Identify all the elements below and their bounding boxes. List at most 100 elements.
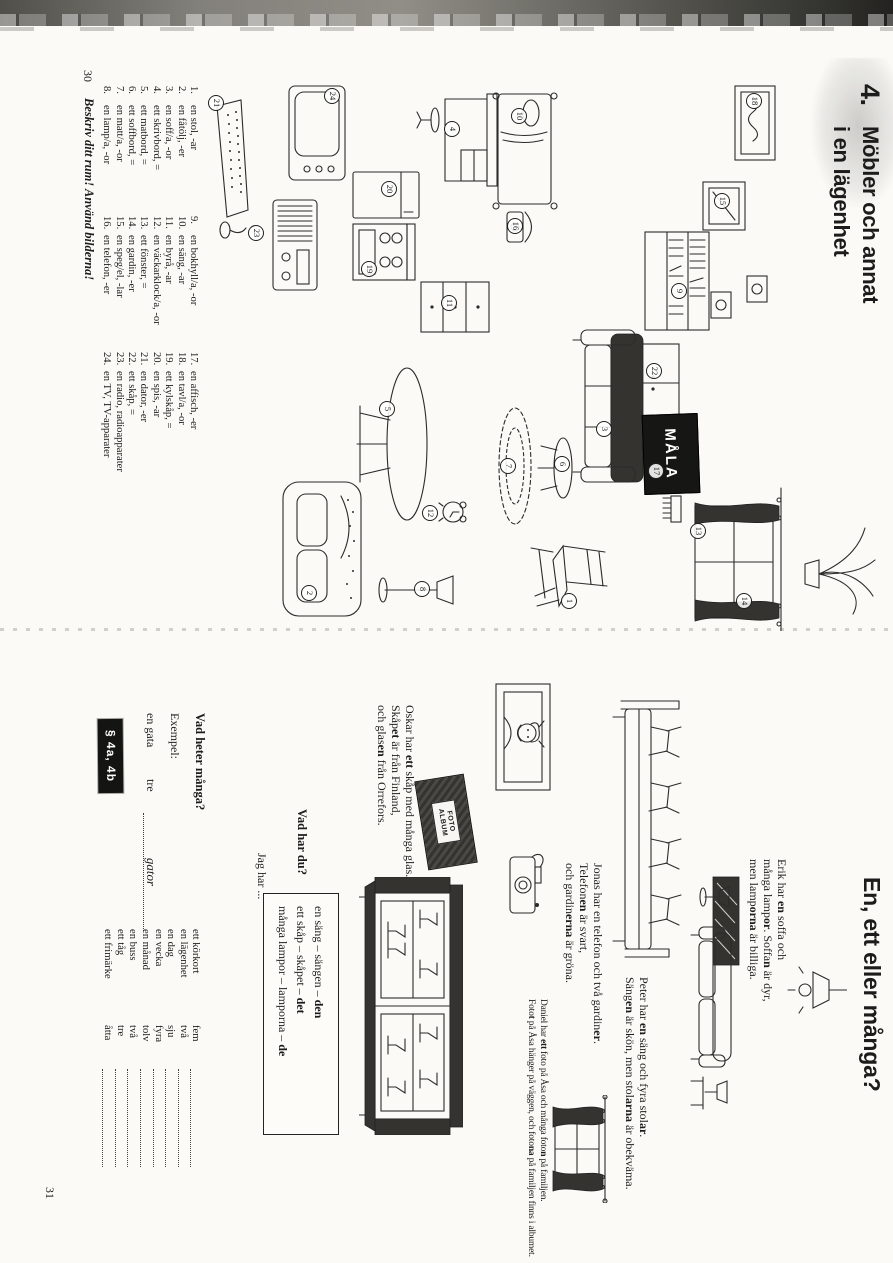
- vad-heter-manga-heading: Vad heter många?: [193, 713, 207, 811]
- chair-sketch: [530, 544, 608, 608]
- bed-sketch: [492, 92, 558, 210]
- sofa-lamps-sketch: [690, 876, 740, 1110]
- answer-dotted-line: [114, 1069, 125, 1167]
- item-number-20: 20: [381, 181, 397, 197]
- example-item: en gata: [144, 713, 158, 748]
- dining-table-sketch: [356, 367, 428, 521]
- rug-sketch: [498, 407, 532, 525]
- photo-album-sketch: FOTO ALBUM: [414, 773, 478, 871]
- page-number-30: 30: [81, 70, 95, 82]
- answer-dotted-line: [140, 1069, 151, 1167]
- vocab-item-23: 23.en radio, radioapparater: [113, 352, 125, 472]
- answer-dotted-line: [190, 1069, 201, 1167]
- vocab-item-19: 19.ett kylskåp, =: [163, 352, 175, 429]
- vocab-item-2: 2.en fåtölj, -er: [175, 86, 187, 158]
- vocab-item-17: 17.en affisch, -er: [188, 352, 199, 430]
- item-number-23: 23: [248, 225, 264, 241]
- example-handwritten-answer: gator: [143, 813, 159, 931]
- item-number-15: 15: [714, 193, 730, 209]
- hanging-lamp-doodle: [787, 966, 847, 1014]
- computer-keyboard-sketch: [216, 99, 249, 239]
- sofa-sketch: [572, 329, 644, 483]
- window-curtain-sketch: [694, 487, 782, 631]
- item-number-12: 12: [422, 505, 438, 521]
- vocab-item-24: 24.en TV, TV-apparater: [101, 352, 113, 458]
- item-number-7: 7: [500, 458, 516, 474]
- alarm-clock-sketch: [438, 501, 467, 523]
- item-number-11: 11: [441, 295, 457, 311]
- answer-dotted-line: [102, 1069, 113, 1167]
- vocab-item-5: 5.ett matbord, =: [138, 86, 150, 165]
- paragraph-daniel: Daniel har ett foto på Åsa och många fot…: [526, 999, 548, 1257]
- item-number-17: 17: [648, 463, 664, 479]
- item-number-21: 21: [208, 95, 224, 111]
- page-31: En, ett eller många? Erik har en soffa o…: [0, 631, 893, 1263]
- armchair-sketch: [282, 481, 362, 617]
- radio-sketch: [272, 199, 318, 291]
- item-number-6: 6: [554, 456, 570, 472]
- page-gutter-crease: [0, 628, 893, 631]
- poster-text: MÅLA: [661, 428, 681, 480]
- tv-sketch: [288, 85, 346, 181]
- vocab-item-22: 22.ett skåp, =: [125, 352, 137, 415]
- asa-portrait-sketch: [495, 683, 551, 791]
- grammar-box-lines: en säng – sängen – den ett skåp – skåpet …: [274, 906, 328, 1122]
- item-number-2: 2: [301, 585, 317, 601]
- grammar-box: en säng – sängen – den ett skåp – skåpet …: [263, 893, 339, 1135]
- item-number-1: 1: [561, 593, 577, 609]
- vocab-item-1: 1.en stol, -ar: [188, 86, 199, 151]
- vocab-item-7: 7.en matt/a, -or: [113, 86, 125, 162]
- vocab-item-9: 9.en bokhyll/a, -or: [188, 216, 199, 306]
- vocab-item-21: 21.en dator, -er: [138, 352, 150, 423]
- answer-dotted-line: [177, 1069, 188, 1167]
- vocab-item-16: 16.en telefon, -er: [101, 216, 113, 295]
- exercise-instruction: Beskriv ditt rum! Använd bilderna!: [82, 98, 96, 281]
- paintbrush-sketch: [662, 495, 682, 523]
- scan-top-edge: [0, 0, 893, 26]
- vocab-item-18: 18.en tavl/a, -or: [175, 352, 187, 425]
- vocab-item-14: 14.en gardin, -er: [125, 216, 137, 292]
- paragraph-oskar: Oskar har ett skåp med många glas.Skåpet…: [375, 705, 417, 878]
- scan-top-scratches: [0, 27, 893, 31]
- picture-frame-sketch: [734, 85, 776, 161]
- vocab-item-8: 8.en lamp/a, -or: [101, 86, 113, 165]
- example-row: en gata tre gator: [143, 713, 159, 931]
- vocab-item-4: 4.ett skrivbord, =: [150, 86, 162, 171]
- answer-dotted-line: [127, 1069, 138, 1167]
- speaker-sketch: [710, 275, 768, 319]
- answer-dotted-line: [165, 1069, 176, 1167]
- item-number-13: 13: [690, 523, 706, 539]
- item-number-16: 16: [507, 218, 523, 234]
- furniture-line-art: [216, 85, 876, 631]
- camera-sketch: [509, 853, 544, 914]
- vocab-item-15: 15.en speg/el, -lar: [113, 216, 125, 298]
- page-30: 4. Möbler och annat i en lägenhet: [0, 0, 893, 631]
- section-reference-badge: § 4a, 4b: [97, 718, 124, 794]
- grammar-line-3: många lampor – lamporna – de: [276, 906, 290, 1057]
- grammar-line-1: en säng – sängen – den: [312, 906, 326, 1019]
- bookshelf-sketch: [644, 231, 710, 331]
- paragraph-peter: Peter har en säng och fyra stolar.Sängen…: [623, 977, 651, 1190]
- exempel-label: Exempel:: [168, 713, 182, 759]
- page-number-31: 31: [43, 1187, 57, 1199]
- item-number-3: 3: [596, 421, 612, 437]
- item-number-19: 19: [361, 261, 377, 277]
- grammar-line-2: ett skåp – skåpet – det: [294, 906, 308, 1014]
- item-number-14: 14: [736, 593, 752, 609]
- vocab-item-3: 3.en soff/a, -or: [163, 86, 175, 160]
- vocab-item-11: 11.en byrå, -ar: [163, 216, 175, 284]
- item-number-24: 24: [324, 88, 340, 104]
- album-label: FOTO ALBUM: [430, 799, 462, 845]
